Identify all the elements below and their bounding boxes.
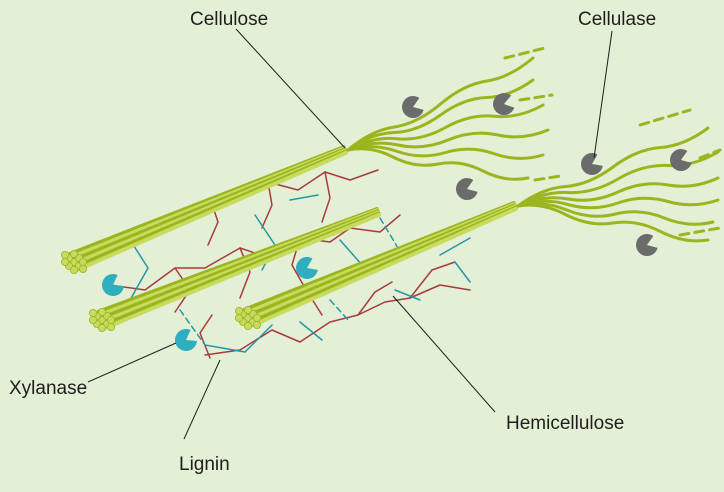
cellulase-enzyme: [670, 149, 692, 171]
label-cellulase: Cellulase: [578, 10, 656, 29]
cellulose-strand-tail: [505, 48, 545, 58]
cellulose-strand-tail: [520, 95, 552, 100]
label-hemicellulose: Hemicellulose: [506, 414, 624, 433]
cellulose-strand-tail: [640, 110, 690, 125]
fibril: [70, 250, 77, 257]
hemicellulose-strand: [300, 322, 322, 340]
hemicellulose-strand: [455, 262, 470, 282]
fibril: [98, 324, 105, 331]
lignin-network: [110, 170, 470, 358]
cellulose-fiber: [251, 209, 516, 326]
leader-lines: [88, 29, 612, 439]
cellulase-enzyme: [402, 96, 424, 118]
fibril: [107, 316, 114, 323]
fibril: [253, 314, 260, 321]
fibril: [89, 316, 96, 323]
hemicellulose-strand: [290, 195, 318, 200]
fibril: [89, 309, 96, 316]
leader-line-lignin: [184, 360, 220, 439]
cellulose-strand: [348, 147, 543, 159]
hemicellulose-strand: [340, 240, 362, 265]
cellulose-strand-tail: [680, 228, 720, 235]
fibril: [107, 323, 114, 330]
cellulose-fiber: [77, 153, 346, 270]
cellulose-bundle: [235, 203, 516, 330]
hemicellulose-strand: [380, 218, 398, 248]
lignin-strand: [322, 172, 330, 222]
cellulose-bundle: [61, 147, 346, 274]
label-lignin: Lignin: [179, 455, 230, 474]
fibril: [244, 322, 251, 329]
label-cellulose: Cellulose: [190, 10, 268, 29]
fibril: [61, 258, 68, 265]
cellulose-strands: [348, 48, 720, 241]
cellulase-enzyme: [636, 234, 658, 256]
fibril: [70, 266, 77, 273]
fibril: [98, 308, 105, 315]
leader-line-cellulase: [594, 31, 612, 158]
cellulase-enzyme: [581, 153, 603, 175]
cellulose-bundles: [61, 147, 516, 332]
lignin-strand: [410, 262, 455, 298]
cellulase-enzyme: [456, 178, 478, 200]
hemicellulose-strand: [205, 345, 245, 352]
xylanase-enzyme: [102, 274, 124, 296]
xylanase-enzyme: [296, 257, 318, 279]
fibril: [253, 321, 260, 328]
lignin-strand: [358, 282, 392, 315]
cellulose-strand-tail: [535, 176, 560, 180]
lignin-strand: [200, 315, 212, 358]
cellulase-enzyme: [493, 93, 514, 115]
fibril: [244, 306, 251, 313]
fibril: [61, 251, 68, 258]
fibril: [235, 307, 242, 314]
xylanase-enzyme: [175, 329, 197, 351]
label-xylanase: Xylanase: [9, 379, 87, 398]
fibril: [79, 258, 86, 265]
fibril: [79, 265, 86, 272]
hemicellulose-strand: [330, 300, 350, 322]
fibril: [235, 314, 242, 321]
leader-line-xylanase: [88, 343, 176, 382]
leader-line-cellulose: [236, 29, 345, 148]
leader-line-hemicellulose: [393, 296, 495, 412]
